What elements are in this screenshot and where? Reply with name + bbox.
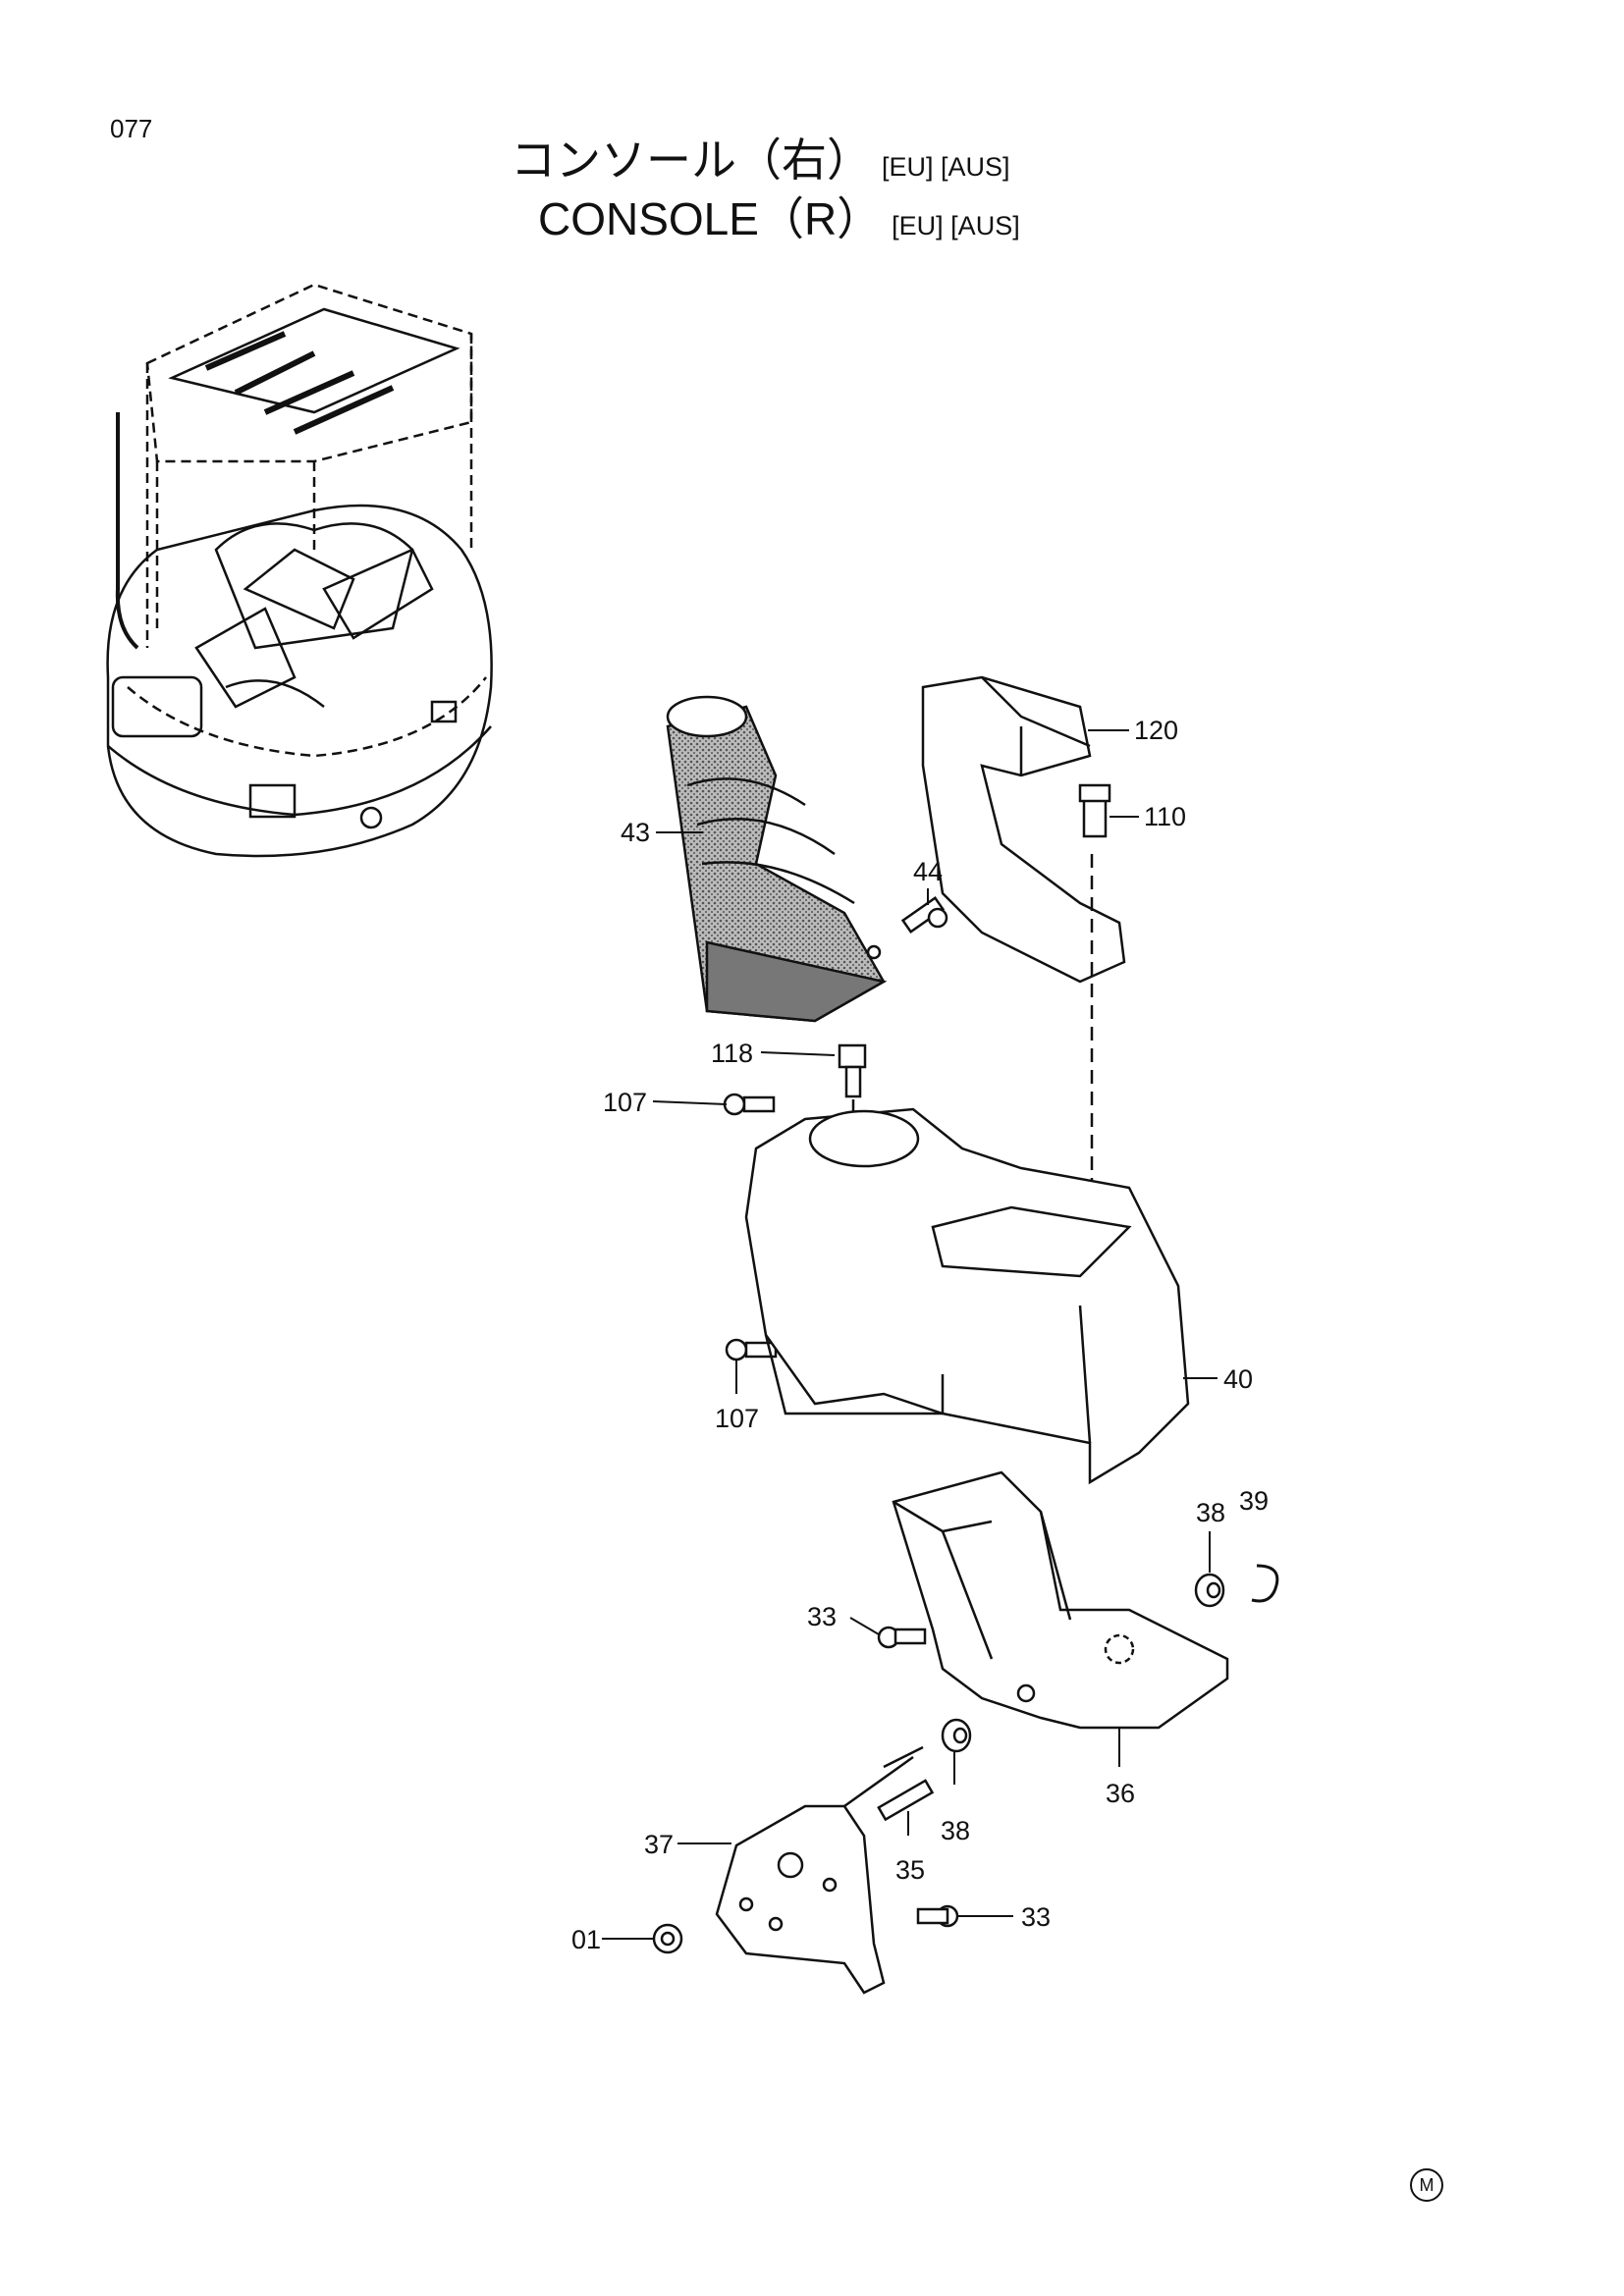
- callout-35: 35: [895, 1855, 925, 1885]
- title-english: CONSOLE（R）: [538, 193, 883, 244]
- callout-36: 36: [1106, 1779, 1135, 1808]
- page-number: 077: [110, 114, 153, 143]
- page-title: コンソール（右）[EU] [AUS] CONSOLE（R） [EU] [AUS]: [511, 137, 1020, 241]
- leader-lines: [602, 729, 1218, 1940]
- part-33-bolt-upper: [877, 1626, 927, 1649]
- callout-38-center: 38: [941, 1816, 970, 1845]
- callout-110: 110: [1144, 802, 1186, 831]
- part-38-washer-right: [1194, 1573, 1225, 1608]
- callout-33-upper: 33: [807, 1602, 837, 1631]
- manufacturer-mark: M: [1410, 2168, 1443, 2202]
- part-33-bolt-lower: [916, 1904, 959, 1928]
- callout-118: 118: [711, 1039, 753, 1068]
- region-tags-en: [EU] [AUS]: [892, 211, 1020, 240]
- callout-39: 39: [1239, 1486, 1269, 1516]
- part-39-clip: [1251, 1564, 1279, 1603]
- callout-38-right: 38: [1196, 1498, 1225, 1527]
- title-english-line: CONSOLE（R） [EU] [AUS]: [511, 196, 1020, 241]
- machine-overview-illustration: [106, 283, 493, 858]
- callout-labels: 120 110 43 44 118 107 107 40 38 39 33 36…: [571, 716, 1269, 1954]
- part-37-plate: [715, 1804, 886, 1995]
- part-35-pin: [843, 1745, 935, 1822]
- title-japanese: コンソール（右）: [511, 133, 872, 187]
- part-43-boot: [666, 695, 888, 1023]
- callout-01: 01: [571, 1925, 601, 1954]
- title-japanese-line: コンソール（右）[EU] [AUS]: [511, 137, 1020, 183]
- region-tags: [EU] [AUS]: [882, 152, 1010, 182]
- part-01-nut: [652, 1923, 683, 1954]
- part-38-washer-center: [941, 1718, 972, 1753]
- part-40-console: [744, 1107, 1190, 1485]
- callout-37: 37: [644, 1830, 674, 1859]
- part-107-screw-upper: [723, 1093, 776, 1116]
- callout-107-lower: 107: [715, 1404, 759, 1433]
- part-44-screw: [900, 896, 948, 934]
- callout-44: 44: [913, 857, 943, 886]
- callout-43: 43: [621, 818, 650, 847]
- callout-33-lower: 33: [1021, 1902, 1051, 1932]
- callout-40: 40: [1223, 1364, 1253, 1394]
- part-36-bracket: [892, 1470, 1229, 1730]
- callout-120: 120: [1134, 716, 1178, 745]
- callout-107-upper: 107: [603, 1088, 647, 1117]
- part-120-armrest: [921, 675, 1126, 984]
